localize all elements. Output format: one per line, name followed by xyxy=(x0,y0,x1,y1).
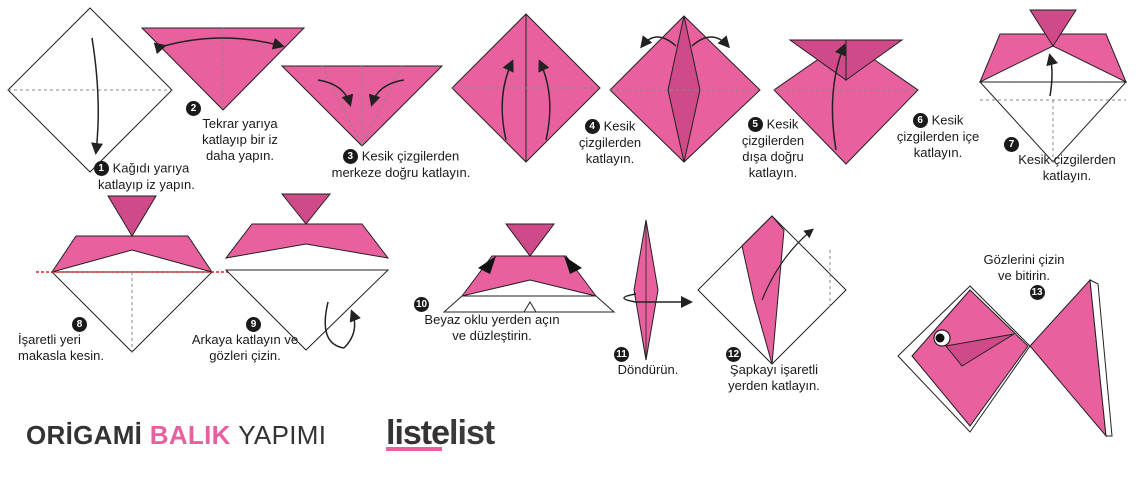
step-7-figure xyxy=(978,9,1128,163)
step-13-fish xyxy=(897,278,1113,438)
title-word-yapimi: YAPIMI xyxy=(238,420,327,450)
step-3-figure xyxy=(280,65,444,147)
step-12-caption: 12 Şapkayı işaretli yerden katlayın. xyxy=(726,347,820,394)
step-7-caption: 7 Kesik çizgilerden katlayın. xyxy=(1004,136,1130,184)
step-8-figure xyxy=(36,195,228,353)
step-10-figure xyxy=(442,223,616,313)
logo-underline xyxy=(386,447,442,451)
step-5-figure xyxy=(609,15,761,163)
logo-part-liste: liste xyxy=(386,414,450,452)
page-title: ORİGAMİ BALIK YAPIMI xyxy=(26,420,326,451)
step-4-figure xyxy=(451,13,601,163)
step-8-caption: 8 İşaretli yeri makasla kesin. xyxy=(18,317,104,364)
step-2-figure xyxy=(140,27,306,111)
step-13-caption: Gözlerini çizin ve bitirin. 13 xyxy=(983,252,1065,301)
step-6-figure xyxy=(773,39,919,165)
step-9-figure xyxy=(224,193,390,351)
title-word-origami: ORİGAMİ xyxy=(26,420,143,450)
title-word-balik: BALIK xyxy=(149,420,231,450)
step-12-figure xyxy=(697,215,847,365)
step-9-caption: 9 Arkaya katlayın ve gözleri çizin. xyxy=(191,317,299,364)
listelist-logo: listelist xyxy=(386,414,495,453)
step-10-caption: 10 Beyaz oklu yerden açın ve düzleştirin… xyxy=(414,297,560,344)
step-11-caption: 11 Döndürün. xyxy=(608,346,688,378)
step-1-figure xyxy=(7,7,173,173)
step-11-figure xyxy=(623,219,693,361)
step-2-caption: 2 Tekrar yarıya katlayıp bir iz daha yap… xyxy=(186,100,294,164)
logo-part-list: list xyxy=(449,414,495,452)
